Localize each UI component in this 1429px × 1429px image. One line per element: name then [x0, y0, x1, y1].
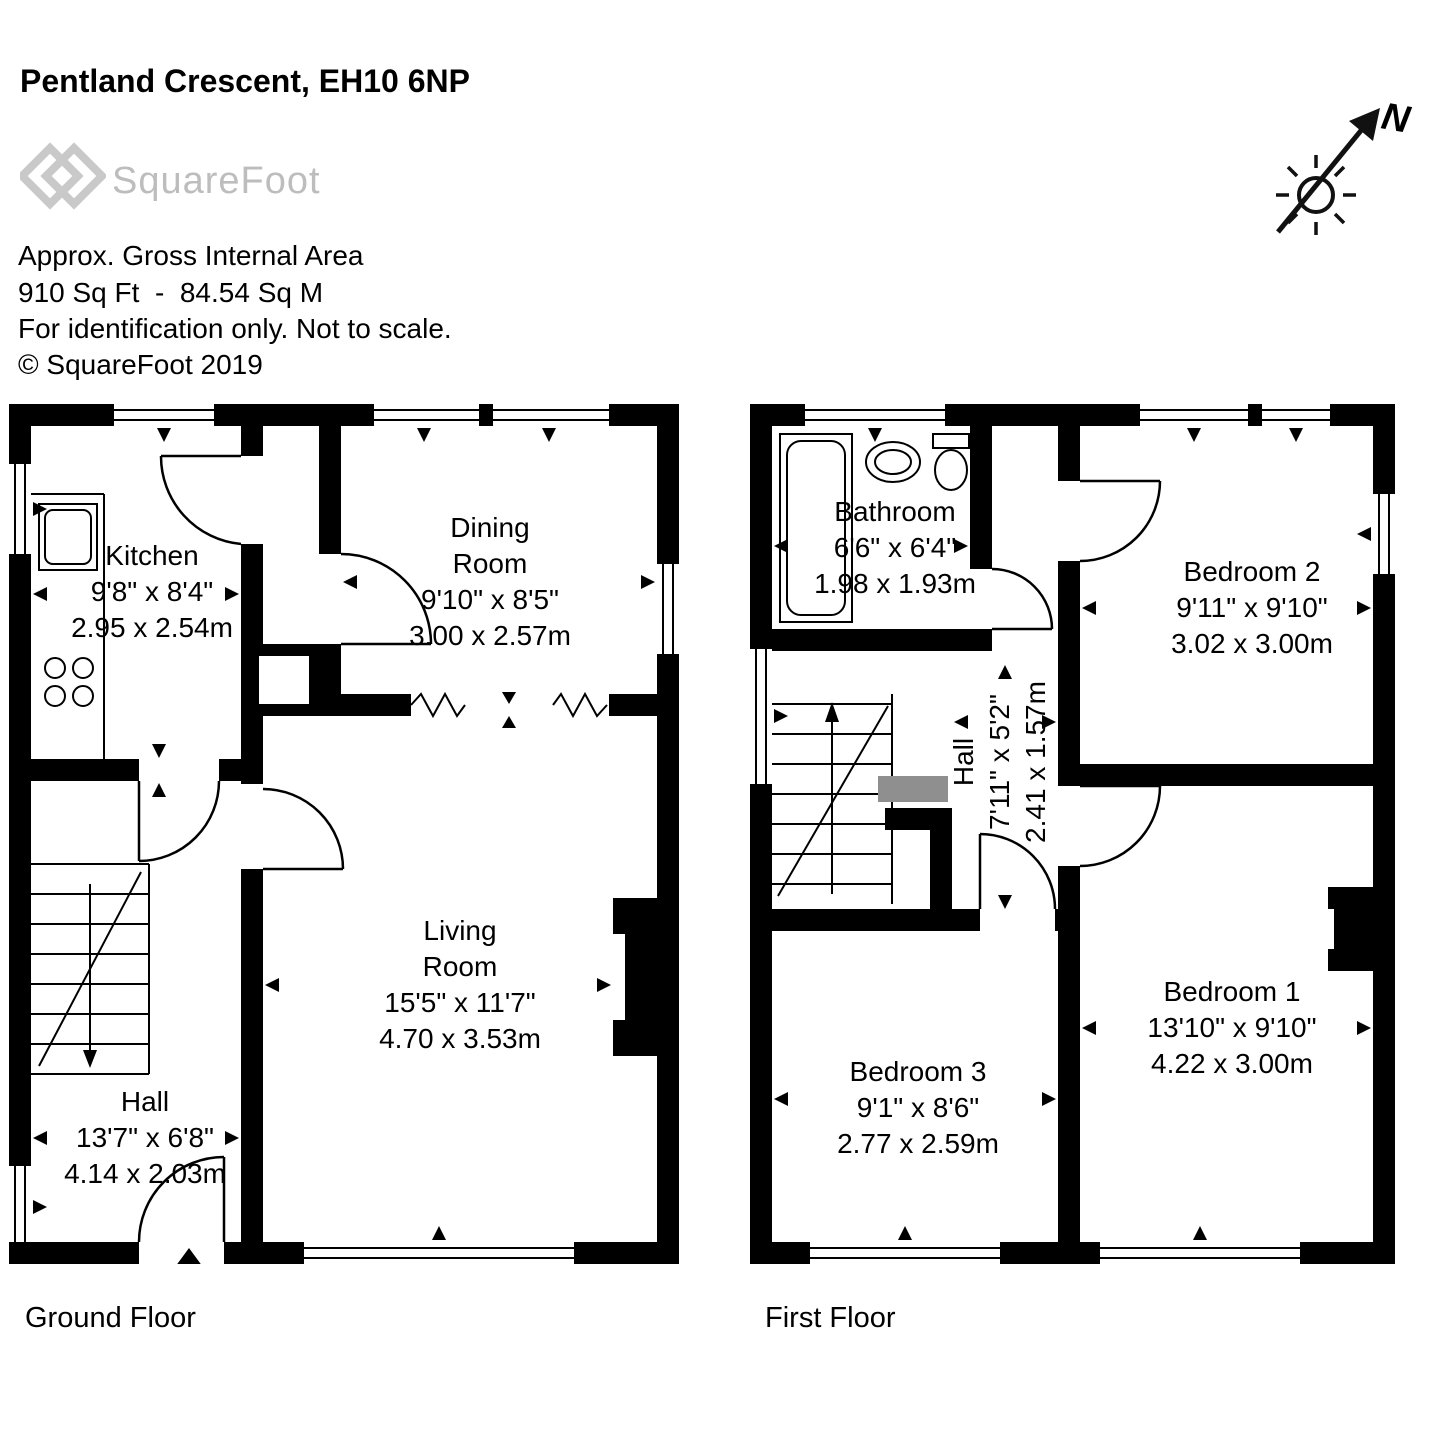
- room-dims-metric: 4.14 x 2.03m: [64, 1158, 226, 1189]
- fireplace-recess: [607, 934, 625, 1020]
- stairs-first: [772, 694, 893, 904]
- entrance-arrow: [177, 1248, 201, 1264]
- sun-circle: [1297, 176, 1335, 214]
- first-windows: [755, 409, 1390, 1259]
- room-name: Room: [452, 548, 528, 579]
- room-label-hall-first: Hall 7'11" x 5'2" 2.41 x 1.57m: [946, 681, 1054, 843]
- compass-arrowhead: [1349, 108, 1380, 141]
- window-arrows: [33, 428, 556, 1240]
- room-label-bathroom: Bathroom 6'6" x 6'4" 1.98 x 1.93m: [814, 494, 976, 602]
- room-dims-imperial: 13'7" x 6'8": [76, 1122, 214, 1153]
- room-dims-metric: 3.02 x 3.00m: [1171, 628, 1333, 659]
- page-title: Pentland Crescent, EH10 6NP: [20, 63, 470, 99]
- caption-ground-floor: Ground Floor: [25, 1302, 196, 1334]
- first-floor-plan: [750, 404, 1395, 1264]
- disclaimer: For identification only. Not to scale.: [18, 313, 452, 344]
- sun-rays: [1276, 155, 1356, 235]
- hob-burner: [44, 685, 66, 707]
- caption-first-floor: First Floor: [765, 1302, 896, 1334]
- room-name: Bathroom: [834, 496, 956, 527]
- room-name: Dining: [450, 512, 530, 543]
- room-dims-imperial: 6'6" x 6'4": [833, 532, 957, 563]
- squarefoot-logo-icon: [20, 142, 106, 210]
- area-label: Approx. Gross Internal Area: [18, 240, 364, 271]
- cupboard: [259, 656, 309, 704]
- room-name: Room: [422, 951, 498, 982]
- room-dims-imperial: 9'1" x 8'6": [856, 1092, 980, 1123]
- room-label-living: Living Room 15'5" x 11'7" 4.70 x 3.53m: [379, 913, 541, 1057]
- room-dims-imperial: 15'5" x 11'7": [384, 987, 536, 1018]
- open-plan-divider: [410, 691, 608, 719]
- room-dims-imperial: 7'11" x 5'2": [984, 694, 1015, 830]
- window-arrows: [774, 428, 1371, 1240]
- sink: [38, 503, 98, 571]
- door-arcs: [978, 479, 1162, 910]
- room-dims-imperial: 13'10" x 9'10": [1147, 1012, 1317, 1043]
- first-interior-walls: [772, 426, 1395, 1242]
- basin: [865, 441, 921, 483]
- room-name: Kitchen: [105, 540, 199, 571]
- room-dims-metric: 2.77 x 2.59m: [837, 1128, 999, 1159]
- ground-outer-walls: [9, 404, 679, 1264]
- bathroom-fixtures: [779, 433, 970, 623]
- brand-name: SquareFoot: [112, 160, 321, 202]
- room-label-bedroom3: Bedroom 3 9'1" x 8'6" 2.77 x 2.59m: [837, 1054, 999, 1162]
- hob-burner: [72, 685, 94, 707]
- room-name: Hall: [948, 737, 979, 787]
- room-label-bedroom1: Bedroom 1 13'10" x 9'10" 4.22 x 3.00m: [1147, 974, 1316, 1082]
- logo-diamond: [40, 142, 106, 210]
- room-dims-metric: 2.41 x 1.57m: [1020, 681, 1051, 843]
- room-dims-imperial: 9'10" x 8'5": [421, 584, 559, 615]
- area-value: 910 Sq Ft - 84.54 Sq M: [18, 277, 324, 308]
- ground-floor-plan: [9, 404, 679, 1264]
- room-name: Bedroom 2: [1183, 556, 1321, 587]
- north-label: N: [1378, 96, 1414, 142]
- north-arrow: N: [1276, 96, 1414, 235]
- room-label-kitchen: Kitchen 9'8" x 8'4" 2.95 x 2.54m: [71, 538, 233, 646]
- room-dims-metric: 4.70 x 3.53m: [379, 1023, 541, 1054]
- logo-diamond: [20, 142, 84, 210]
- compass-needle: [1276, 120, 1370, 234]
- room-name: Living: [423, 915, 497, 946]
- ground-windows: [14, 409, 674, 1259]
- room-dims-metric: 1.98 x 1.93m: [814, 568, 976, 599]
- copyright: © SquareFoot 2019: [18, 349, 263, 380]
- bathtub: [779, 433, 853, 623]
- door-arcs: [137, 454, 433, 1243]
- hob-burner: [44, 657, 66, 679]
- room-name: Bedroom 3: [849, 1056, 987, 1087]
- ground-interior-walls: [31, 426, 657, 1242]
- hob-burner: [72, 657, 94, 679]
- chimney-breast: [1328, 887, 1373, 971]
- room-label-bedroom2: Bedroom 2 9'11" x 9'10" 3.02 x 3.00m: [1171, 554, 1333, 662]
- room-dims-imperial: 9'8" x 8'4": [90, 576, 214, 607]
- kitchen-fixtures: [31, 493, 105, 759]
- room-dims-imperial: 9'11" x 9'10": [1176, 592, 1328, 623]
- toilet-cistern: [932, 433, 970, 449]
- dimension-arrows: [33, 575, 655, 1145]
- room-name: Hall: [120, 1086, 170, 1117]
- room-label-dining: Dining Room 9'10" x 8'5" 3.00 x 2.57m: [409, 510, 571, 654]
- room-dims-metric: 4.22 x 3.00m: [1151, 1048, 1313, 1079]
- room-label-hall-ground: Hall 13'7" x 6'8" 4.14 x 2.03m: [64, 1084, 226, 1192]
- stairs-ground: [31, 863, 150, 1075]
- room-dims-metric: 3.00 x 2.57m: [409, 620, 571, 651]
- room-name: Bedroom 1: [1163, 976, 1301, 1007]
- fireplace-recess: [1322, 909, 1334, 949]
- first-outer-walls: [750, 404, 1395, 1264]
- room-dims-metric: 2.95 x 2.54m: [71, 612, 233, 643]
- toilet-bowl: [934, 449, 968, 491]
- stair-landing: [878, 776, 948, 802]
